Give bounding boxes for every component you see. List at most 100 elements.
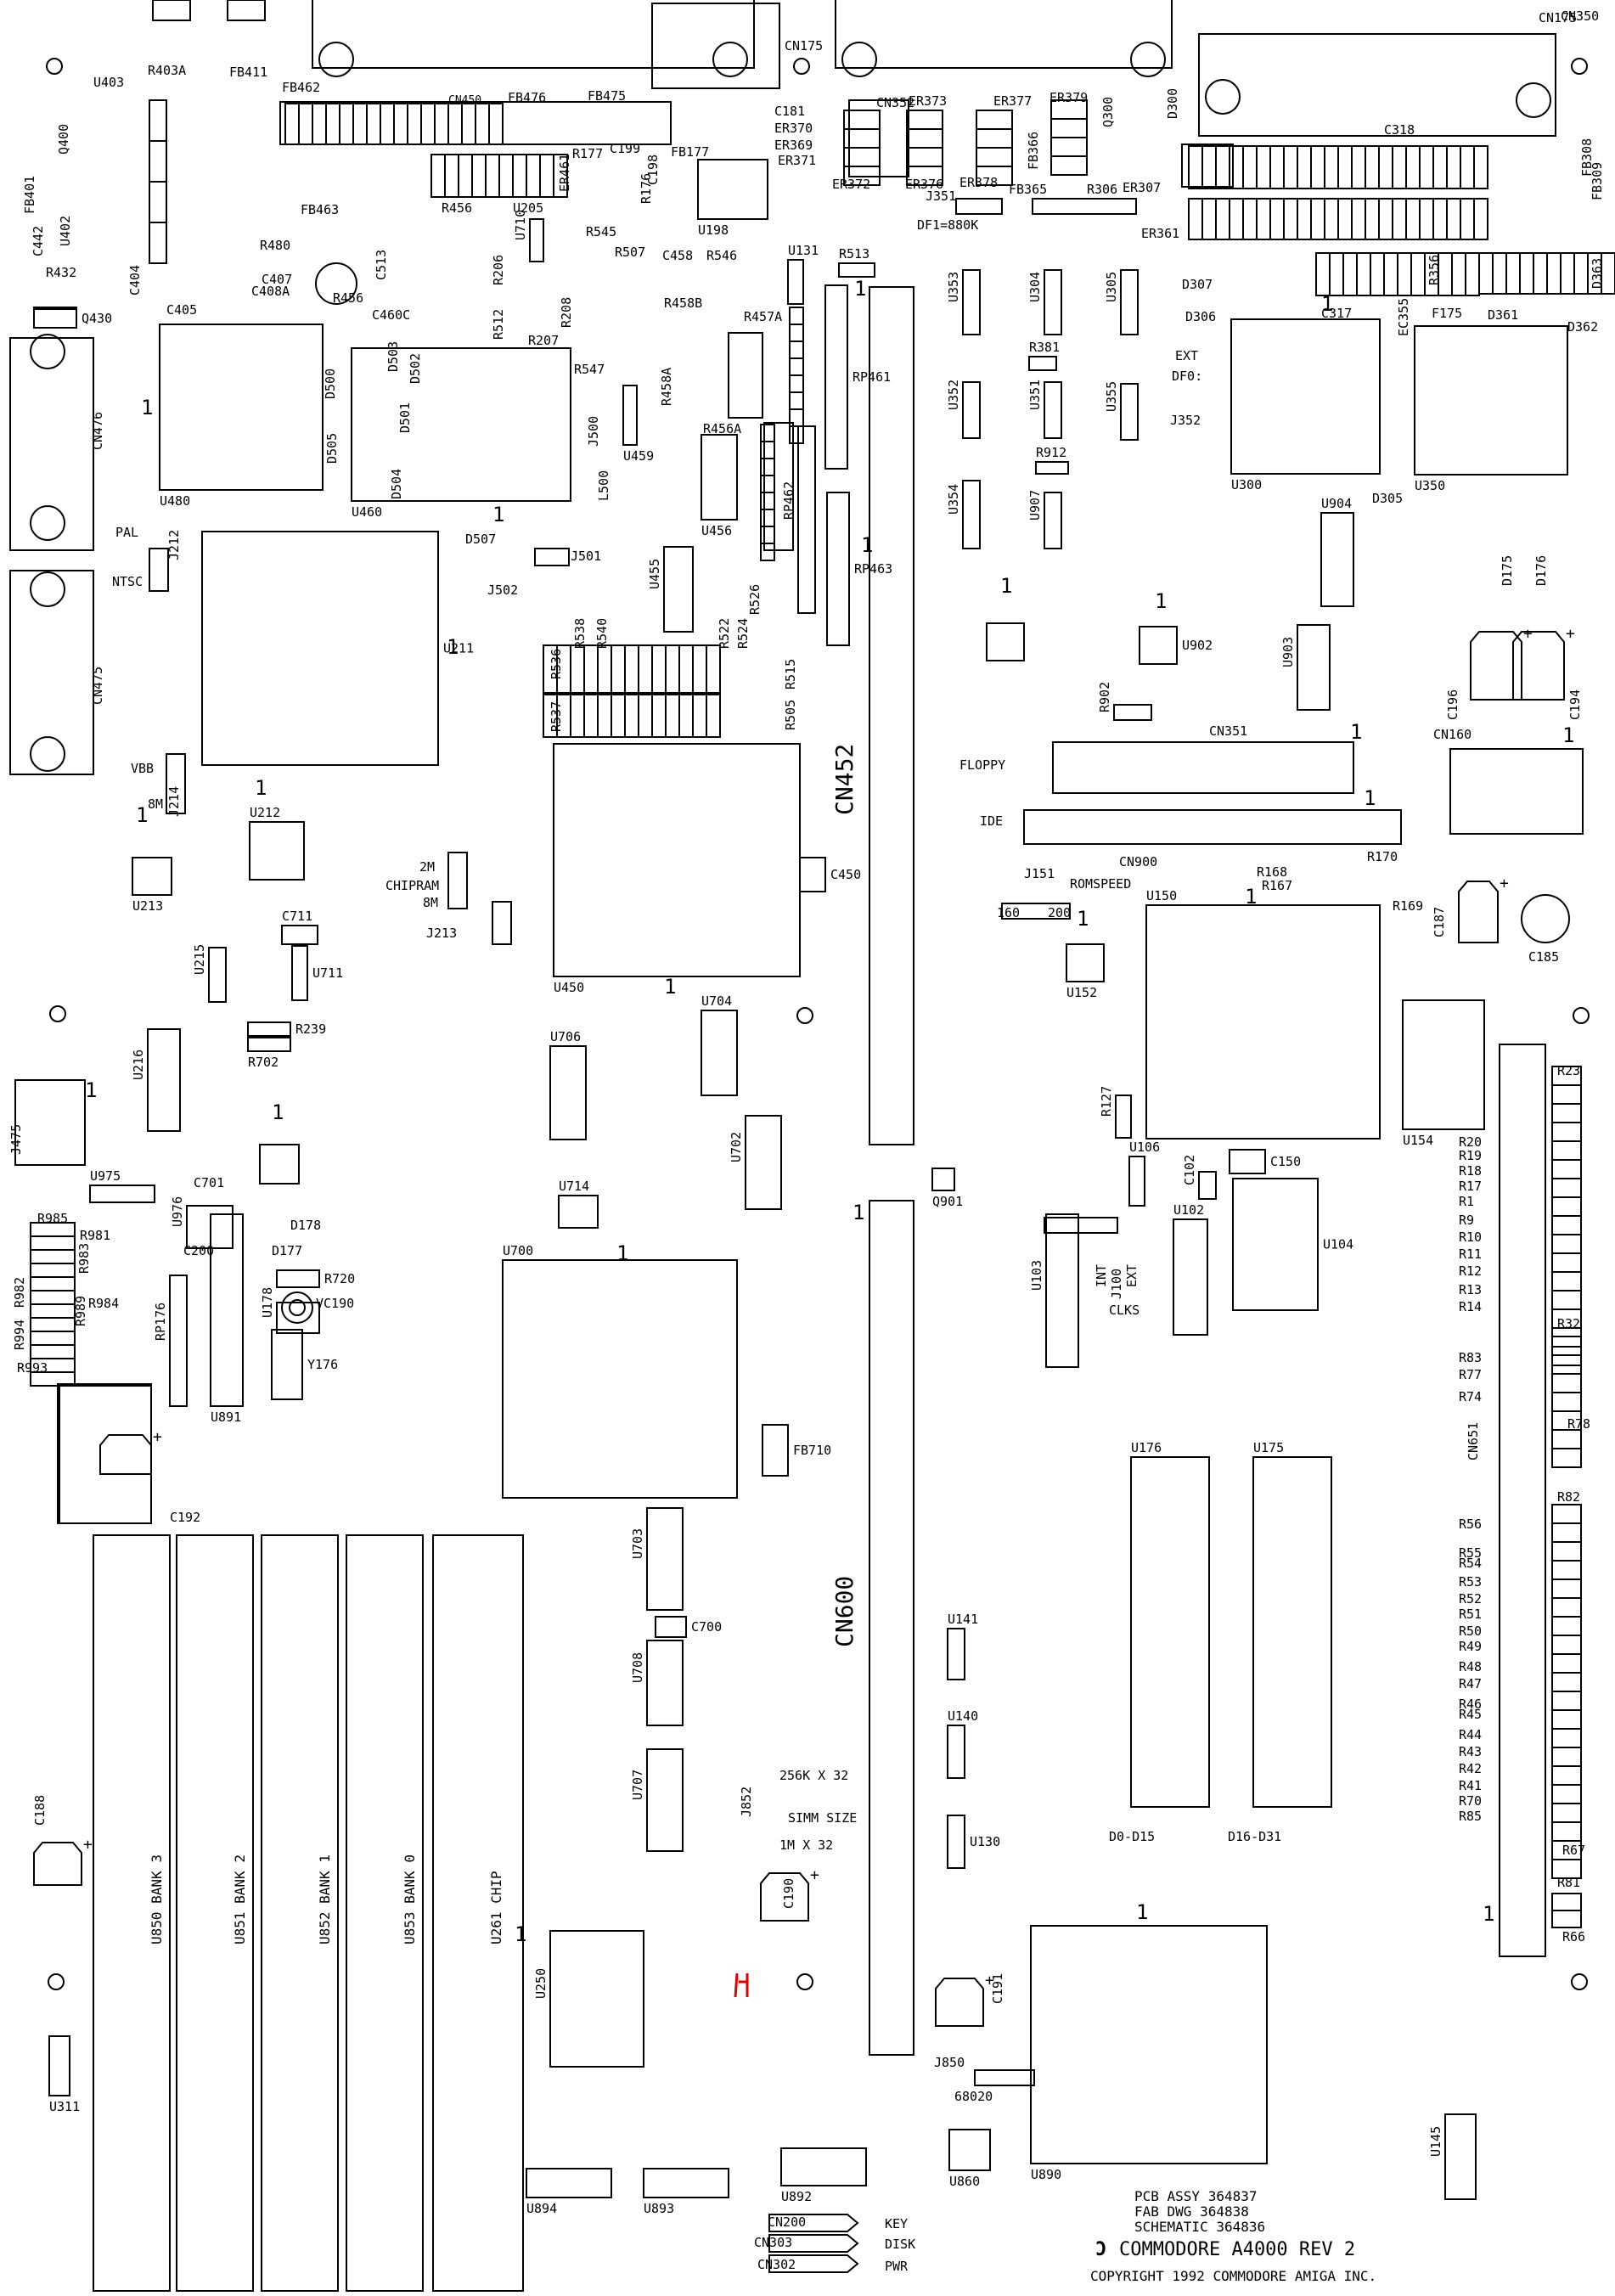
right-resistor-label: R85: [1459, 1809, 1482, 1824]
label-u355: U355: [1104, 381, 1119, 412]
vlabel-u850: U850 BANK 3: [149, 1854, 165, 1944]
pin1-marker: 1: [492, 503, 504, 526]
label-c181: C181: [774, 104, 805, 119]
label-u907: U907: [1027, 490, 1043, 521]
pin1-marker: 1: [1321, 292, 1333, 316]
label-c405: C405: [166, 302, 197, 318]
pin1-marker: 1: [85, 1078, 97, 1102]
label-r306: R306: [1087, 182, 1117, 197]
part-u106: [1128, 1156, 1145, 1207]
label-j151: J151: [1024, 866, 1055, 881]
label-u707: U707: [630, 1770, 645, 1800]
part-u890: [1030, 1925, 1268, 2164]
label-u894: U894: [526, 2201, 557, 2216]
label-j850: J850: [934, 2055, 965, 2070]
label-m8b: 8M: [423, 895, 438, 910]
label-u700: U700: [503, 1243, 533, 1258]
part-cn360: [1181, 144, 1234, 188]
label-l500: L500: [596, 470, 611, 501]
label-er379: ER379: [1049, 90, 1088, 105]
label-rp461: RP461: [853, 369, 891, 385]
part-u102: [1173, 1218, 1208, 1336]
part-cn651: [1499, 1044, 1546, 1957]
label-j212: J212: [166, 530, 182, 560]
label-c460: C460C: [372, 307, 410, 323]
label-r82: R82: [1557, 1489, 1580, 1505]
part-u355: [1120, 383, 1139, 441]
label-cn303: CN303: [754, 2235, 792, 2250]
label-r81: R81: [1557, 1875, 1580, 1890]
mount-hole: [46, 58, 63, 75]
mount-hole: [796, 1973, 813, 1990]
label-er461: ER461: [557, 154, 572, 192]
right-resistor-label: R56: [1459, 1517, 1482, 1532]
label-r23: R23: [1557, 1063, 1580, 1078]
label-vbb: VBB: [131, 761, 154, 776]
right-resistor-label: R77: [1459, 1367, 1482, 1382]
label-r902: R902: [1097, 682, 1112, 712]
right-resistor-label: R74: [1459, 1389, 1482, 1404]
screw-hole: [841, 42, 877, 77]
label-u145: U145: [1428, 2126, 1443, 2157]
label-c318: C318: [1384, 122, 1415, 138]
part-rp461: [824, 284, 848, 470]
right-resistor-label: R52: [1459, 1591, 1482, 1607]
label-ntsc: NTSC: [112, 574, 143, 589]
right-resistor-label: R17: [1459, 1179, 1482, 1194]
pin1-marker: 1: [1483, 1902, 1494, 1926]
copyright-text: COPYRIGHT 1992 COMMODORE AMIGA INC.: [1090, 2268, 1376, 2284]
right-resistor-label: R54: [1459, 1556, 1482, 1571]
label-r176: R176: [639, 173, 654, 204]
part-u704: [701, 1010, 738, 1096]
label-c196: C196: [1445, 689, 1460, 720]
label-r536: R536: [549, 649, 564, 679]
pin1-marker: 1: [664, 975, 676, 999]
r985-array: [30, 1222, 76, 1387]
label-r702: R702: [248, 1055, 279, 1070]
jumper-5: [534, 548, 570, 566]
label-u216: U216: [131, 1050, 146, 1080]
part-cn600: [869, 1200, 914, 2056]
part-u250: [549, 1930, 644, 2068]
polarized-cap-0: [99, 1434, 152, 1475]
mount-hole: [796, 1007, 813, 1024]
part-u710: [529, 218, 544, 262]
label-u102: U102: [1173, 1202, 1204, 1218]
part-u456: [701, 434, 738, 521]
right-resistor-label: R14: [1459, 1299, 1482, 1314]
label-c711: C711: [282, 909, 312, 924]
part-u459: [622, 385, 638, 446]
part-u216: [147, 1028, 181, 1132]
label-q300: Q300: [1100, 97, 1116, 127]
label-d503: D503: [385, 341, 401, 372]
label-u706: U706: [550, 1029, 581, 1044]
hlabel-cn175: CN175: [1539, 10, 1577, 25]
label-d361: D361: [1488, 307, 1518, 323]
part-r902: [1113, 704, 1152, 721]
part-rp462: [797, 425, 816, 614]
label-er373: ER373: [909, 93, 947, 109]
pin1-marker: 1: [853, 1201, 864, 1224]
jumper-7: [166, 753, 186, 814]
part-c700: [655, 1616, 687, 1638]
label-rp463: RP463: [854, 561, 892, 577]
part-u152: [1066, 943, 1105, 982]
label-r458b: R458B: [664, 295, 702, 311]
label-d16: D16-D31: [1228, 1829, 1281, 1844]
label-romspeed: ROMSPEED: [1070, 876, 1131, 892]
label-ide: IDE: [980, 813, 1003, 829]
polarized-cap-1: [33, 1842, 82, 1886]
label-c458: C458: [662, 248, 693, 263]
rp-bank-b: [760, 424, 775, 561]
port-hole: [30, 736, 65, 772]
label-vc190: VC190: [316, 1296, 354, 1311]
right-resistor-label: R43: [1459, 1744, 1482, 1759]
pin1-marker: 1: [1364, 786, 1376, 810]
label-ext2: EXT: [1175, 348, 1198, 363]
part-cn452: [869, 286, 914, 1145]
label-er377: ER377: [993, 93, 1032, 109]
part-u140: [947, 1725, 965, 1779]
part-u700: [502, 1259, 738, 1499]
label-u141: U141: [948, 1612, 978, 1627]
